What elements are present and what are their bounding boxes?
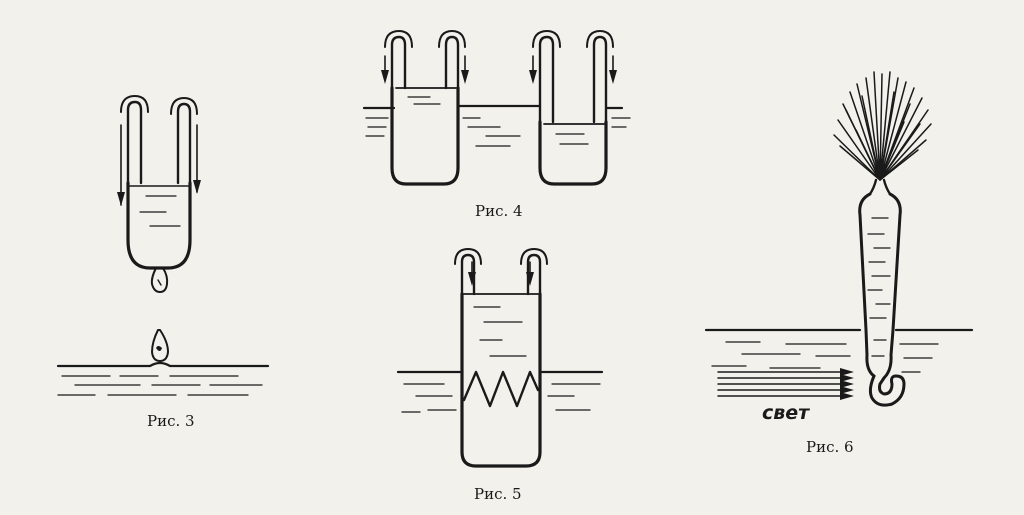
fig3-hanging-drop: [150, 267, 169, 293]
fig5-zigzag: [462, 370, 540, 408]
fig6-light-rays: [717, 371, 851, 397]
fig4-diagram: [362, 30, 631, 186]
fig3-surface-drop: [151, 329, 169, 362]
fig3-vessel: [126, 181, 192, 270]
fig6-caption: Рис. 6: [806, 438, 854, 456]
fig3-diagram: [56, 95, 270, 396]
fig6-light-label: свет: [762, 402, 810, 424]
fig4-caption: Рис. 4: [475, 202, 523, 220]
fig6-tube: [858, 192, 902, 380]
fig5-diagram: [396, 248, 604, 468]
fig5-vessel: [460, 292, 542, 468]
fig6-hook: [868, 374, 906, 407]
fig3-left-tube: [126, 100, 143, 185]
fig4-vessel-left: [390, 86, 460, 186]
fig3-water-surface: [56, 361, 270, 368]
fig6-spray: [833, 71, 932, 181]
fig4-water-surface: [362, 104, 624, 110]
fig5-caption: Рис. 5: [474, 485, 522, 503]
fig3-right-tube: [176, 102, 192, 185]
fig3-caption: Рис. 3: [147, 412, 195, 430]
fig4-vessel-right: [538, 120, 608, 186]
fig6-diagram: [704, 71, 974, 407]
